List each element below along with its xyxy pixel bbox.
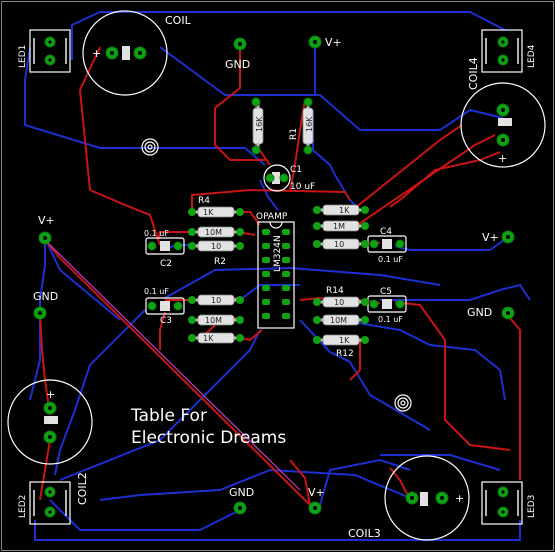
gnd-top-label: GND — [225, 58, 250, 71]
board-title-line1: Table For — [130, 406, 207, 426]
c1-value: 10 uF — [290, 182, 315, 192]
c2-label: C2 — [160, 259, 172, 269]
led3-label: LED3 — [527, 495, 537, 518]
coil2-label: COIL2 — [76, 472, 89, 505]
led4-label: LED4 — [527, 44, 537, 68]
gnd-right-label: GND — [467, 306, 492, 319]
coil1-label: COIL — [165, 14, 192, 27]
coil1-plus: + — [92, 47, 101, 60]
gnd-left-label: GND — [33, 290, 58, 303]
res-value-i: 10M — [330, 316, 347, 325]
coil4-plus: + — [498, 152, 507, 165]
coil3-label: COIL3 — [348, 527, 381, 540]
res-value-a: 10M — [205, 228, 222, 237]
capacitor-bodies — [44, 46, 512, 506]
c1-label: C1 — [290, 165, 302, 175]
vplus-right-label: V+ — [482, 231, 499, 244]
pads — [33, 35, 515, 518]
vplus-bottom-label: V+ — [308, 486, 325, 499]
magenta-trace — [44, 239, 301, 491]
bottom-traces — [24, 11, 531, 541]
res-value-r1: 16K — [305, 116, 314, 132]
res-value-r3: 16K — [255, 116, 264, 132]
opamp-part: LM324N — [273, 235, 283, 272]
vplus-top-label: V+ — [325, 36, 342, 49]
r4-label: R4 — [198, 196, 210, 206]
coil4-label: COIL4 — [467, 57, 480, 90]
r14-label: R14 — [326, 286, 344, 296]
r12-label: R12 — [336, 349, 354, 359]
led1-label: LED1 — [18, 45, 28, 68]
vplus-left-label: V+ — [38, 214, 55, 227]
res-value-r4: 1K — [203, 208, 214, 217]
res-value-r2: 10 — [211, 242, 221, 251]
opamp-label: OPAMP — [256, 212, 288, 222]
coil3-plus: + — [455, 492, 464, 505]
r1-label: R1 — [289, 128, 299, 140]
c4-value: 0.1 uF — [378, 255, 403, 264]
res-value-r12: 1K — [339, 336, 350, 345]
pad-holes — [38, 40, 510, 514]
c4-label: C4 — [380, 227, 392, 237]
c5-label: C5 — [380, 287, 392, 297]
res-value-h: 10 — [334, 298, 344, 307]
silkscreen — [7, 10, 546, 541]
led-markings — [33, 38, 519, 516]
opamp-pins — [262, 229, 290, 319]
coil2-plus: + — [46, 388, 55, 401]
c5-value: 0.1 uF — [378, 315, 403, 324]
res-value-e: 1K — [339, 206, 350, 215]
res-value-c: 10M — [205, 316, 222, 325]
c2-value: 0.1 uF — [144, 229, 169, 238]
gnd-bottom-label: GND — [229, 486, 254, 499]
resistor-pads — [188, 206, 369, 344]
res-value-d: 1K — [203, 334, 214, 343]
res-value-f: 1M — [333, 222, 345, 231]
res-value-g: 10 — [334, 240, 344, 249]
res-value-b: 10 — [211, 296, 221, 305]
led2-label: LED2 — [18, 495, 28, 518]
c3-value: 0.1 uF — [144, 287, 169, 296]
r2-label: R2 — [214, 257, 226, 267]
board-title-line2: Electronic Dreams — [131, 428, 286, 448]
c3-label: C3 — [160, 316, 172, 326]
